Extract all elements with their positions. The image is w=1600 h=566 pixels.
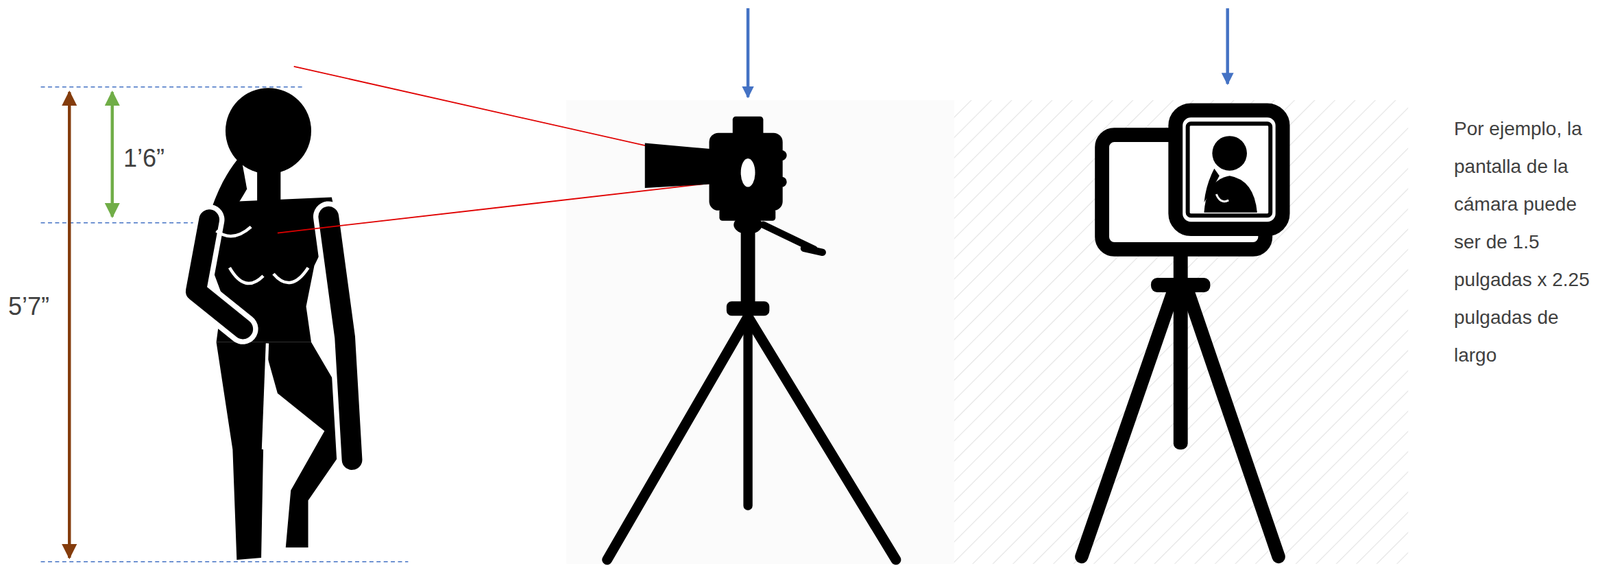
head-dimension-arrow — [111, 91, 114, 217]
head — [225, 87, 312, 174]
tripod-collar — [1150, 277, 1210, 293]
hatched-background — [954, 100, 1409, 564]
tripod-handle — [804, 248, 823, 253]
photo-background — [566, 100, 955, 564]
camera-tripod-side — [607, 116, 896, 560]
arm-outline — [328, 216, 352, 460]
camera-dial — [776, 176, 787, 188]
tripod-column — [1173, 244, 1189, 450]
tripod-collar — [726, 300, 770, 316]
pointer-arrow — [1225, 8, 1229, 84]
right-arm — [328, 216, 352, 460]
neck — [257, 163, 281, 205]
chest-line — [229, 267, 264, 284]
camera-dial — [776, 150, 787, 161]
leg-gap — [263, 342, 268, 450]
camera-screen — [1175, 110, 1283, 229]
screen-frame — [1188, 123, 1271, 216]
camera-lens — [645, 143, 715, 188]
screen-person-line — [1216, 194, 1229, 202]
screen-person-head — [1211, 135, 1247, 171]
note-text: Por ejemplo, la pantalla de la cámara pu… — [1453, 109, 1597, 374]
left-leg — [216, 342, 268, 560]
tripod-column — [741, 226, 756, 311]
guide-line — [41, 86, 305, 88]
camera-tripod-screen — [1081, 110, 1283, 556]
sight-line — [277, 179, 739, 233]
woman-silhouette — [196, 87, 360, 560]
tripod-leg — [1188, 290, 1279, 556]
tripod-leg — [747, 316, 896, 560]
viewfinder — [741, 158, 756, 188]
height-dimension-arrow — [67, 91, 71, 558]
tripod-ball — [733, 215, 763, 234]
dimension-label: 5’7” — [8, 290, 70, 323]
tripod-leg — [1081, 290, 1174, 556]
dimension-label: 1’6” — [123, 142, 199, 175]
camera-body — [709, 132, 783, 211]
collar-line — [216, 226, 252, 237]
tripod-leg — [743, 316, 753, 506]
guide-line — [41, 560, 409, 562]
tripod-leg — [607, 316, 748, 560]
pointer-arrow — [746, 8, 750, 98]
camera-top — [732, 116, 764, 138]
chest-line — [273, 267, 309, 283]
